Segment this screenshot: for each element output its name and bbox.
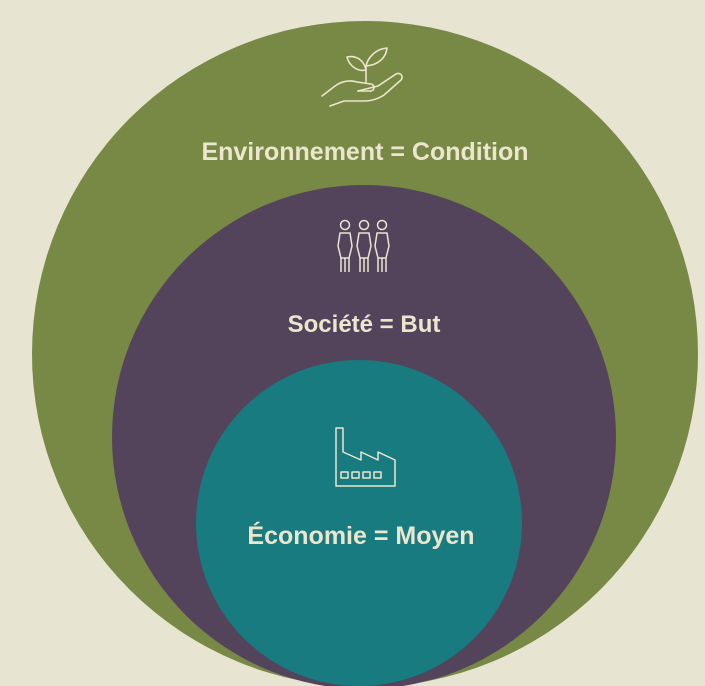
economy-label: Économie = Moyen	[247, 521, 474, 550]
environment-label: Environnement = Condition	[201, 138, 528, 166]
people-group-icon	[337, 219, 390, 272]
factory-icon	[335, 427, 396, 487]
economy-circle	[196, 360, 522, 686]
hand-plant-icon	[321, 47, 403, 107]
society-label: Société = But	[288, 311, 441, 338]
